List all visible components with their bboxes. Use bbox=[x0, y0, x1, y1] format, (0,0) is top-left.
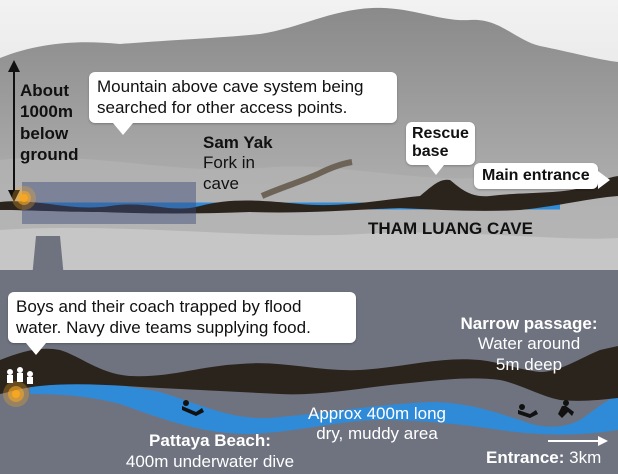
narrow-passage-line: Water around bbox=[477, 334, 581, 354]
sam-yak-subtitle: Fork in bbox=[203, 153, 255, 173]
arrow-right-icon bbox=[548, 436, 608, 446]
dry-area-label: Approx 400m long dry, muddy area bbox=[292, 404, 462, 445]
narrow-passage-line: 5m deep bbox=[495, 354, 563, 374]
sam-yak-subtitle: cave bbox=[203, 173, 239, 193]
dry-area-line: Approx 400m long bbox=[308, 404, 446, 423]
rescue-base-line: Rescue bbox=[412, 125, 469, 142]
zoom-connector bbox=[32, 236, 64, 278]
depth-label: About 1000m below ground bbox=[20, 80, 79, 165]
diver-icon bbox=[518, 404, 538, 418]
trapped-people-icon bbox=[7, 367, 33, 384]
pattaya-beach-label: Pattaya Beach: 400m underwater dive bbox=[120, 430, 300, 473]
entrance-distance-value: 3km bbox=[569, 448, 602, 467]
depth-line: ground bbox=[20, 144, 79, 164]
entrance-distance-label: Entrance: bbox=[486, 448, 565, 467]
depth-line: below bbox=[20, 123, 69, 143]
sam-yak-title: Sam Yak bbox=[203, 133, 273, 152]
location-pulse-icon bbox=[12, 186, 36, 210]
depth-line: About bbox=[20, 81, 70, 100]
water-pool bbox=[30, 382, 618, 435]
pattaya-subtitle: 400m underwater dive bbox=[125, 452, 295, 472]
rock-floor bbox=[0, 408, 618, 474]
depth-arrow-icon bbox=[8, 60, 20, 202]
diver-icon bbox=[558, 400, 574, 418]
entrance-distance: Entrance: 3km bbox=[486, 448, 601, 468]
diver-icon bbox=[182, 400, 204, 416]
main-entrance-label: Main entrance bbox=[474, 163, 610, 189]
trapped-boys-callout: Boys and their coach trapped by flood wa… bbox=[8, 292, 356, 354]
sam-yak-label: Sam Yak Fork in cave bbox=[203, 133, 273, 194]
rescue-base-line: base bbox=[412, 143, 449, 161]
zoom-highlight bbox=[22, 182, 196, 224]
mountain-search-callout: Mountain above cave system being searche… bbox=[89, 72, 397, 134]
narrow-passage-title: Narrow passage: bbox=[460, 314, 598, 333]
location-pulse-icon bbox=[3, 381, 29, 407]
cave-line-top bbox=[0, 176, 618, 214]
fork-passage bbox=[260, 159, 353, 199]
lower-slope bbox=[0, 227, 618, 270]
rescue-base-label: Rescue base bbox=[406, 122, 475, 175]
rock-ceiling bbox=[0, 346, 618, 401]
pattaya-title: Pattaya Beach: bbox=[149, 431, 271, 450]
depth-line: 1000m bbox=[20, 102, 73, 122]
cave-name: THAM LUANG CAVE bbox=[368, 219, 533, 238]
dry-area-line: dry, muddy area bbox=[316, 424, 438, 444]
narrow-passage-label: Narrow passage: Water around 5m deep bbox=[458, 314, 600, 375]
